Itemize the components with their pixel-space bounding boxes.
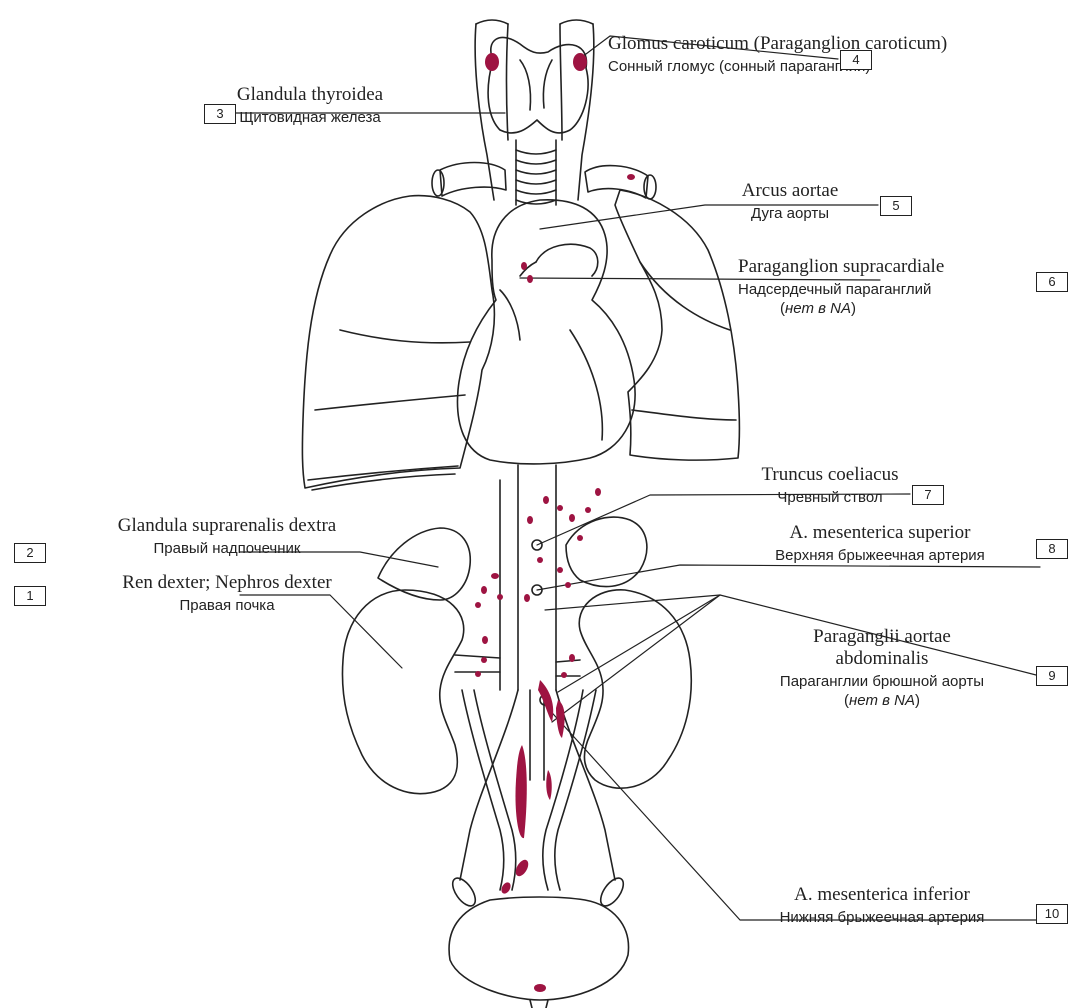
label-latin: Ren dexter; Nephros dexter: [52, 572, 402, 594]
label-latin: Paraganglii aortae: [732, 626, 1032, 648]
label-latin: Glandula suprarenalis dextra: [52, 515, 402, 537]
label-latin: Glandula thyroidea: [220, 84, 400, 106]
note-suffix: ): [851, 300, 856, 317]
label-superior-mesenteric-artery: A. mesenterica superior Верхняя брыжеечн…: [730, 522, 1030, 564]
label-number-box: 6: [1036, 272, 1068, 292]
label-right-adrenal-gland: Glandula suprarenalis dextra Правый надп…: [52, 515, 402, 557]
label-number-box: 3: [204, 104, 236, 124]
iliac-vessels: [448, 690, 627, 910]
label-note: (нет в NA): [738, 300, 898, 317]
branch-markers: [532, 540, 550, 705]
label-russian: Щитовидная железа: [220, 109, 400, 126]
ureters: [462, 690, 596, 890]
note-text: нет в NA: [849, 692, 915, 709]
label-celiac-trunk: Truncus coeliacus Чревный ствол: [760, 464, 900, 506]
label-russian: Правый надпочечник: [52, 540, 402, 557]
label-latin: A. mesenterica inferior: [732, 884, 1032, 906]
right-kidney: [342, 590, 500, 794]
label-inferior-mesenteric-artery: A. mesenterica inferior Нижняя брыжеечна…: [732, 884, 1032, 926]
thyroid-gland: [488, 37, 588, 132]
label-abdominal-aortic-paraganglia: Paraganglii aortae abdominalis Парагангл…: [732, 626, 1032, 709]
label-number-box: 8: [1036, 539, 1068, 559]
note-suffix: ): [915, 692, 920, 709]
label-latin: Paraganglion supracardiale: [738, 256, 898, 278]
label-russian: Правая почка: [52, 597, 402, 614]
label-number-box: 10: [1036, 904, 1068, 924]
label-latin: Truncus coeliacus: [760, 464, 900, 486]
label-thyroid-gland: Glandula thyroidea Щитовидная железа: [220, 84, 400, 126]
label-number-box: 9: [1036, 666, 1068, 686]
label-russian: Параганглии брюшной аорты: [732, 673, 1032, 690]
label-russian: Дуга аорты: [720, 205, 860, 222]
label-carotid-glomus: Glomus caroticum (Paraganglion caroticum…: [608, 33, 848, 75]
label-latin: Glomus caroticum (Paraganglion caroticum…: [608, 33, 848, 55]
label-number-box: 7: [912, 485, 944, 505]
carotid-arteries: [475, 20, 594, 200]
label-number-box: 4: [840, 50, 872, 70]
label-russian: Нижняя брыжеечная артерия: [732, 909, 1032, 926]
left-lung: [615, 190, 740, 460]
label-supracardiac-paraganglion: Paraganglion supracardiale Надсердечный …: [738, 256, 898, 317]
label-latin: Arcus aortae: [720, 180, 860, 202]
label-number-box: 1: [14, 586, 46, 606]
label-note: (нет в NA): [732, 692, 1032, 709]
label-latin: A. mesenterica superior: [730, 522, 1030, 544]
label-russian: Сонный гломус (сонный параганглий): [608, 58, 848, 75]
label-russian: Надсердечный параганглий: [738, 281, 898, 298]
note-text: нет в NA: [785, 300, 851, 317]
left-kidney: [556, 590, 691, 788]
abdominal-aorta: [518, 465, 556, 690]
label-latin: abdominalis: [732, 648, 1032, 670]
label-number-box: 5: [880, 196, 912, 216]
label-aortic-arch: Arcus aortae Дуга аорты: [720, 180, 860, 222]
label-number-box: 2: [14, 543, 46, 563]
label-russian: Верхняя брыжеечная артерия: [730, 547, 1030, 564]
label-russian: Чревный ствол: [760, 489, 900, 506]
label-right-kidney: Ren dexter; Nephros dexter Правая почка: [52, 572, 402, 614]
right-lung: [302, 196, 494, 490]
trachea: [516, 140, 556, 205]
